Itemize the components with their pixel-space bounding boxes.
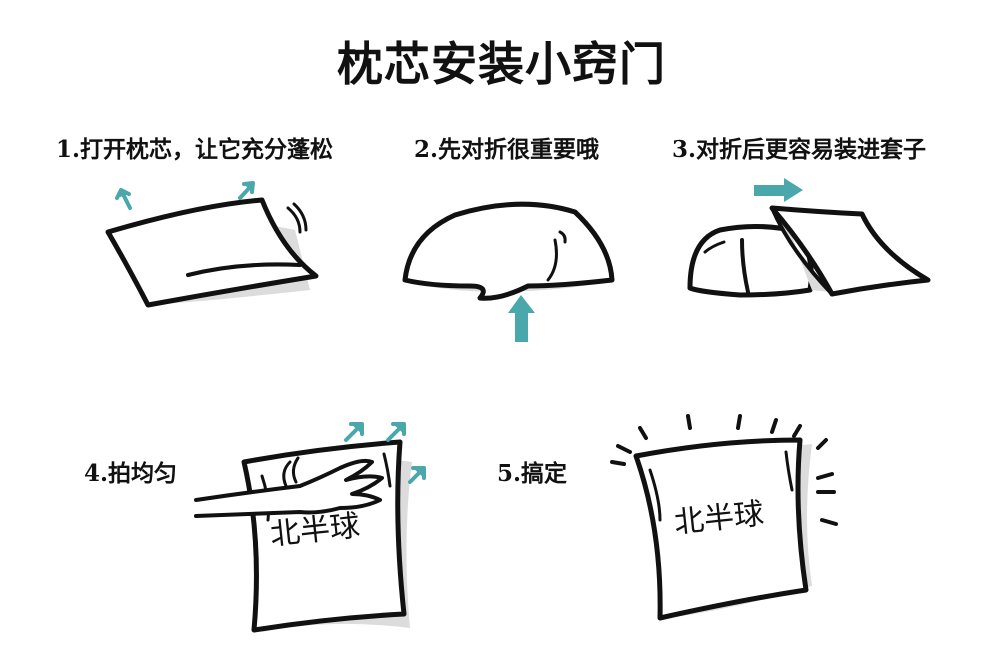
arrow-up-icon bbox=[508, 295, 535, 342]
pillow-finished-illustration bbox=[633, 437, 812, 621]
arrow-icon bbox=[115, 188, 132, 210]
sparkle-lines-icon bbox=[610, 414, 838, 526]
step-1-label: 1.打开枕芯，让它充分蓬松 bbox=[56, 136, 334, 163]
arrow-icon bbox=[408, 466, 426, 484]
arrow-icon bbox=[386, 422, 406, 442]
step-5-label: 5.搞定 bbox=[497, 460, 568, 487]
step-2-label: 2.先对折很重要哦 bbox=[414, 136, 600, 163]
page-title: 枕芯安装小窍门 bbox=[337, 37, 666, 91]
pillow-fluffed-illustration bbox=[105, 197, 319, 308]
step-3-label: 3.对折后更容易装进套子 bbox=[672, 136, 927, 163]
arm-hand-illustration bbox=[194, 456, 384, 518]
arrow-icon bbox=[344, 422, 364, 442]
pillow-folding-illustration bbox=[402, 201, 615, 301]
arrow-right-icon bbox=[754, 178, 803, 202]
arrow-icon bbox=[238, 181, 255, 200]
pillowcase-illustration bbox=[769, 205, 931, 297]
step-4-label: 4.拍均匀 bbox=[84, 460, 178, 487]
